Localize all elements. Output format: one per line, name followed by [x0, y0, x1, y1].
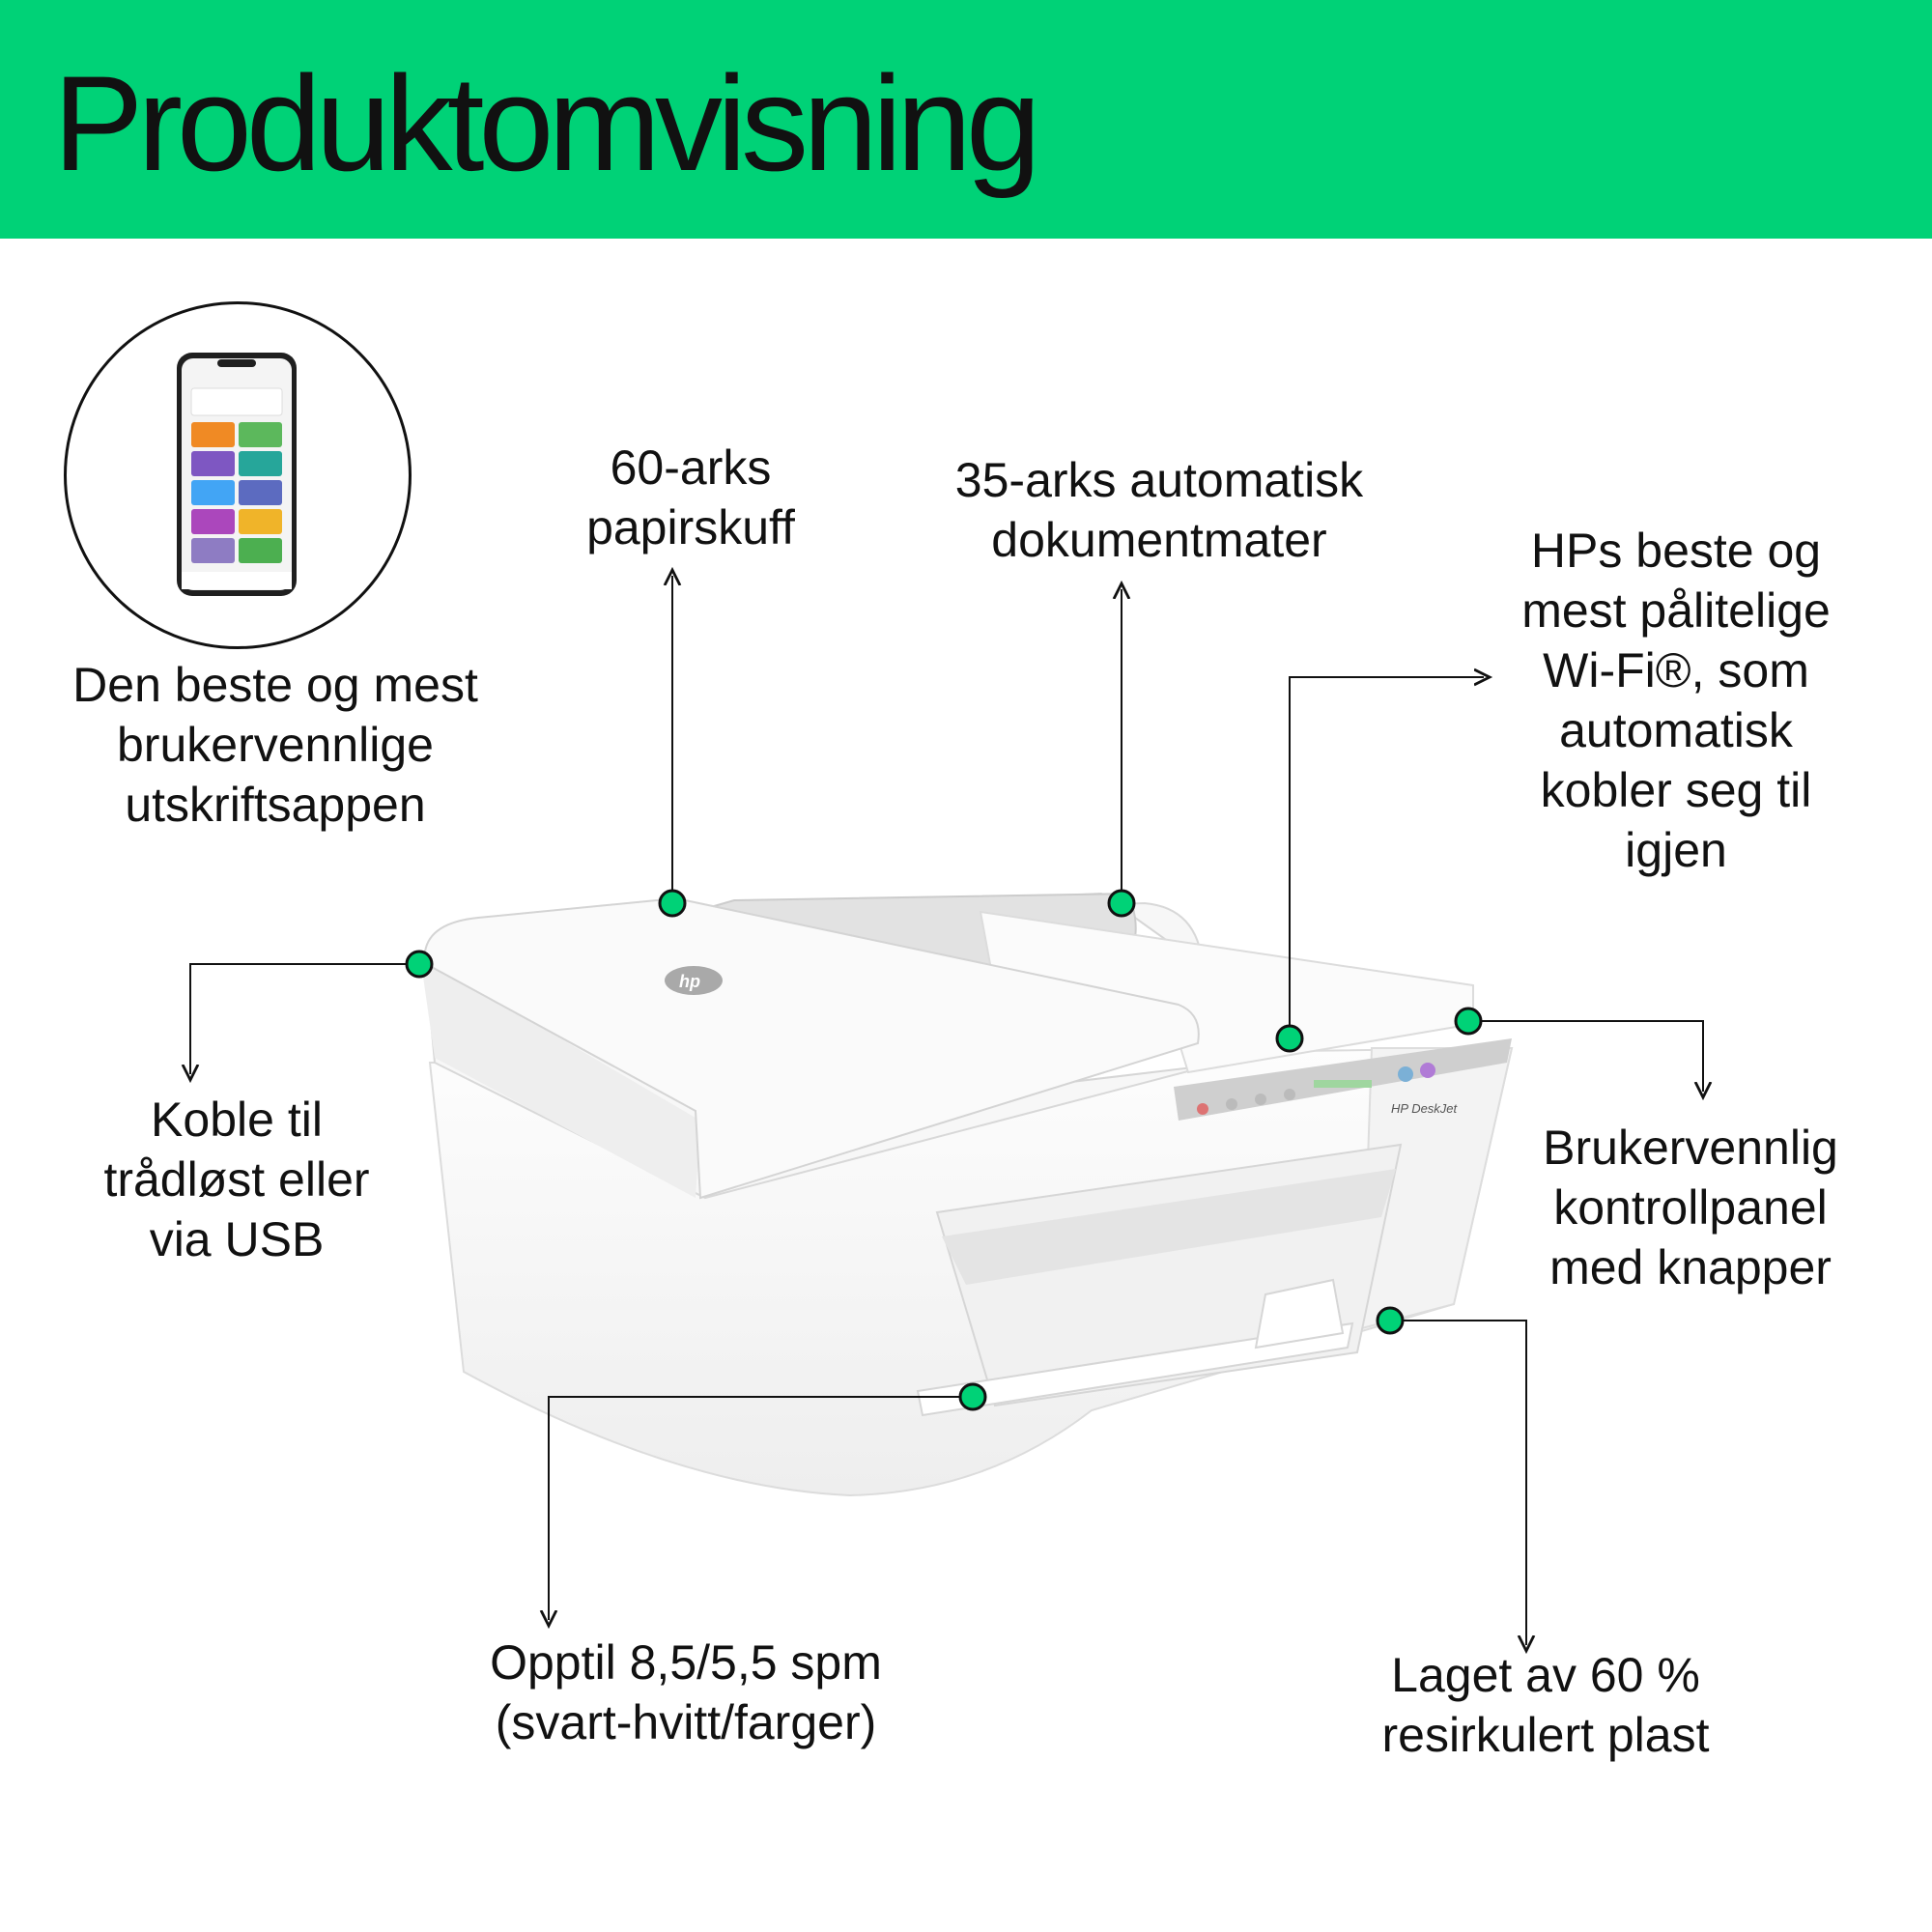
hp-logo-icon: [665, 966, 723, 995]
usb-dot: [405, 950, 434, 979]
app-tile: [191, 509, 235, 534]
speed-dot: [958, 1382, 987, 1411]
app-tile: [191, 422, 235, 447]
app-tile: [239, 509, 282, 534]
app-tile: [239, 451, 282, 476]
callout-lines: [190, 576, 1703, 1645]
adf-dot: [1107, 889, 1136, 918]
wifi-dot: [1275, 1024, 1304, 1053]
page-title: Produktomvisning: [53, 47, 1041, 199]
printer-image: HP DeskJet hp: [420, 892, 1514, 1497]
app-circle: [64, 301, 412, 649]
app-tile: [239, 480, 282, 505]
callout-speed: Opptil 8,5/5,5 spm(svart-hvitt/farger): [490, 1635, 882, 1749]
header-banner: [0, 0, 1932, 239]
tray-dot: [658, 889, 687, 918]
smartphone-icon: [177, 353, 297, 596]
callout-plastic: Laget av 60 %resirkulert plast: [1381, 1648, 1710, 1762]
app-tile: [191, 451, 235, 476]
app-tile: [191, 538, 235, 563]
app-tile: [239, 538, 282, 563]
printer-brand-label: HP DeskJet: [1391, 1101, 1459, 1116]
app-tile: [191, 480, 235, 505]
svg-text:hp: hp: [679, 972, 700, 991]
control-panel-buttons: [1197, 1063, 1435, 1115]
plastic-dot: [1376, 1306, 1405, 1335]
panel-dot: [1454, 1007, 1483, 1036]
callout-dots: [405, 889, 1483, 1411]
app-tile: [239, 422, 282, 447]
